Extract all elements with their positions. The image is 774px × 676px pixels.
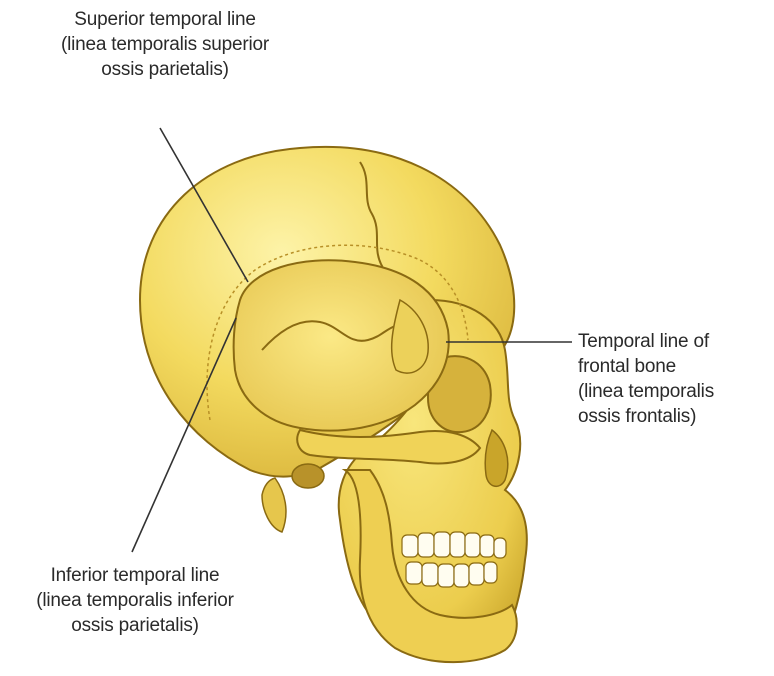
label-inferior-line2: (linea temporalis inferior xyxy=(0,588,270,613)
label-inferior-line1: Inferior temporal line xyxy=(0,563,270,588)
label-superior-line3: ossis parietalis) xyxy=(0,57,330,82)
label-inferior-line3: ossis parietalis) xyxy=(0,613,270,638)
label-superior-line2: (linea temporalis superior xyxy=(0,32,330,57)
external-acoustic-meatus xyxy=(292,464,324,488)
label-inferior-temporal-line: Inferior temporal line (linea temporalis… xyxy=(0,563,270,638)
label-frontal-line4: ossis frontalis) xyxy=(578,404,774,429)
label-frontal-line3: (linea temporalis xyxy=(578,379,774,404)
label-temporal-line-of-frontal-bone: Temporal line of frontal bone (linea tem… xyxy=(578,329,774,429)
label-superior-line1: Superior temporal line xyxy=(0,7,330,32)
mastoid-process xyxy=(262,478,286,532)
label-frontal-line1: Temporal line of xyxy=(578,329,774,354)
label-superior-temporal-line: Superior temporal line (linea temporalis… xyxy=(0,7,330,82)
label-frontal-line2: frontal bone xyxy=(578,354,774,379)
